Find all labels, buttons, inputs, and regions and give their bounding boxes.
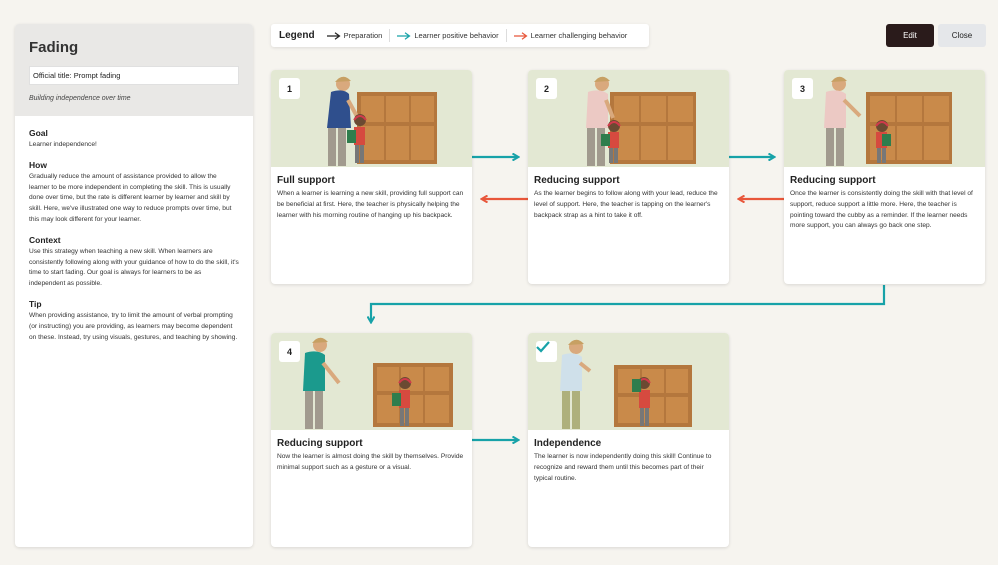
card-body: Reducing support Once the learner is con… [784, 167, 985, 232]
sidebar-header: Fading Official title: Prompt fading Bui… [15, 24, 253, 116]
section-heading: Context [29, 234, 61, 245]
teacher-helping-illustration [327, 76, 437, 166]
close-button[interactable]: Close [938, 24, 986, 47]
legend-title: Legend [279, 30, 315, 41]
section-heading: How [29, 159, 47, 170]
section-text: When providing assistance, try to limit … [29, 311, 238, 341]
check-badge [536, 341, 557, 362]
card-text: Once the learner is consistently doing t… [790, 190, 973, 230]
legend-divider [505, 29, 507, 42]
step-illustration: 3 [784, 70, 985, 167]
section-text: Learner independence! [29, 141, 97, 148]
legend-item-challenging: Learner challenging behavior [513, 31, 628, 40]
section-text: Gradually reduce the amount of assistanc… [29, 172, 232, 223]
card-heading: Reducing support [534, 175, 620, 186]
step-number-badge: 4 [279, 341, 300, 362]
card-text: Now the learner is almost doing the skil… [277, 453, 464, 471]
card-body: Independence The learner is now independ… [528, 430, 729, 484]
arrow-right-icon [397, 31, 411, 40]
legend-divider [389, 29, 391, 42]
step-illustration: 1 [271, 70, 472, 167]
step-card-1[interactable]: 1 Full support When a learner is learnin… [271, 70, 472, 284]
legend-label: Learner challenging behavior [530, 31, 628, 40]
sidebar-body: Goal Learner independence! How Gradually… [15, 116, 253, 343]
card-body: Reducing support As the learner begins t… [528, 167, 729, 221]
section-heading: Tip [29, 298, 42, 309]
card-heading: Independence [534, 438, 602, 449]
legend-item-preparation: Preparation [326, 31, 383, 40]
learner-independent-illustration [560, 339, 692, 429]
teacher-pointing-illustration [824, 76, 952, 166]
positive-arrow-3-4 [371, 285, 886, 322]
card-body: Full support When a learner is learning … [271, 167, 472, 221]
arrow-right-icon [513, 31, 528, 40]
card-heading: Full support [277, 175, 335, 186]
subtitle: Building independence over time [29, 95, 131, 102]
teacher-gesturing-illustration [303, 337, 453, 429]
card-text: The learner is now independently doing t… [534, 453, 712, 482]
card-heading: Reducing support [277, 438, 363, 449]
strategy-sidebar: Fading Official title: Prompt fading Bui… [15, 24, 253, 547]
official-title-field: Official title: Prompt fading [29, 66, 239, 85]
card-heading: Reducing support [790, 175, 876, 186]
section-tip: Tip When providing assistance, try to li… [29, 299, 239, 343]
card-text: As the learner begins to follow along wi… [534, 190, 718, 219]
teacher-tapping-illustration [586, 76, 696, 166]
section-context: Context Use this strategy when teaching … [29, 235, 239, 290]
section-heading: Goal [29, 128, 48, 138]
card-body: Reducing support Now the learner is almo… [271, 430, 472, 474]
legend-label: Preparation [343, 31, 383, 40]
step-illustration: 4 [271, 333, 472, 430]
section-goal: Goal Learner independence! [29, 128, 239, 151]
arrow-right-icon [326, 31, 341, 40]
section-how: How Gradually reduce the amount of assis… [29, 160, 239, 226]
step-card-4[interactable]: 4 Reducing support Now the learner is al… [271, 333, 472, 547]
card-text: When a learner is learning a new skill, … [277, 190, 464, 219]
step-card-2[interactable]: 2 Reducing support As the learner begins… [528, 70, 729, 284]
step-card-independence[interactable]: Independence The learner is now independ… [528, 333, 729, 547]
page-title: Fading [29, 39, 79, 56]
check-icon [536, 341, 550, 353]
step-number-badge: 3 [792, 78, 813, 99]
section-text: Use this strategy when teaching a new sk… [29, 247, 239, 288]
step-card-3[interactable]: 3 Reducing support Once the learner is c… [784, 70, 985, 284]
step-illustration: 2 [528, 70, 729, 167]
step-illustration [528, 333, 729, 430]
legend-item-positive: Learner positive behavior [397, 31, 499, 40]
legend-label: Learner positive behavior [414, 31, 499, 40]
step-number-badge: 2 [536, 78, 557, 99]
edit-button[interactable]: Edit [886, 24, 934, 47]
legend: Legend Preparation Learner positive beha… [271, 24, 649, 47]
step-number-badge: 1 [279, 78, 300, 99]
